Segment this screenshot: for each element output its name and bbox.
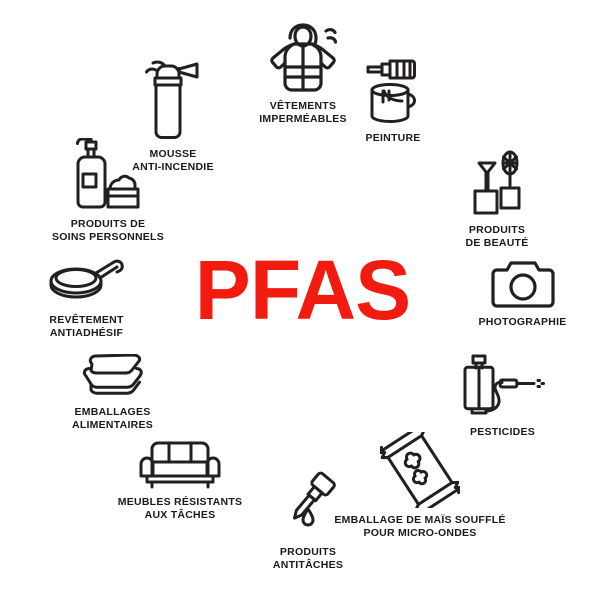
pump-bottle-jar-icon (70, 138, 146, 212)
camera-icon (490, 260, 556, 310)
popcorn-bag-icon (380, 432, 460, 508)
item-photography: PHOTOGRAPHIE (450, 260, 595, 329)
item-label: PESTICIDES (470, 426, 535, 438)
hooded-jacket-icon (266, 22, 340, 94)
item-paint: PEINTURE (333, 58, 453, 145)
item-label: PEINTURE (365, 132, 421, 144)
center-title: PFAS (194, 243, 411, 337)
sofa-icon (138, 440, 222, 490)
item-microwave-popcorn: EMBALLAGE DE MAÏS SOUFFLÉ POUR MICRO-OND… (325, 432, 515, 541)
item-label: VÊTEMENTS IMPERMÉABLES (259, 100, 347, 126)
fire-extinguisher-icon (143, 56, 203, 142)
food-containers-icon (78, 354, 148, 400)
sprayer-tank-icon (460, 352, 546, 420)
item-label: MOUSSE ANTI-INCENDIE (132, 148, 214, 174)
item-beauty-products: PRODUITS DE BEAUTÉ (437, 150, 557, 251)
item-label: MEUBLES RÉSISTANTS AUX TÂCHES (117, 496, 243, 522)
paint-can-brush-icon (364, 58, 422, 126)
item-label: PHOTOGRAPHIE (478, 316, 567, 328)
item-label: PRODUITS ANTITÂCHES (272, 546, 344, 572)
item-firefighting-foam: MOUSSE ANTI-INCENDIE (108, 56, 238, 175)
frying-pan-icon (48, 256, 126, 308)
item-label: EMBALLAGE DE MAÏS SOUFFLÉ POUR MICRO-OND… (334, 514, 506, 540)
item-label: PRODUITS DE BEAUTÉ (465, 224, 529, 250)
item-label: EMBALLAGES ALIMENTAIRES (72, 406, 153, 432)
item-stain-resistant-furniture: MEUBLES RÉSISTANTS AUX TÂCHES (100, 440, 260, 523)
item-pesticides: PESTICIDES (440, 352, 565, 439)
item-stain-repellents: PRODUITS ANTITÂCHES (249, 468, 367, 573)
item-food-packaging: EMBALLAGES ALIMENTAIRES (40, 354, 185, 433)
lipstick-mascara-icon (469, 150, 525, 218)
item-personal-care: PRODUITS DE SOINS PERSONNELS (28, 138, 188, 245)
item-waterproof-clothing: VÊTEMENTS IMPERMÉABLES (243, 22, 363, 127)
item-label: PRODUITS DE SOINS PERSONNELS (52, 218, 164, 244)
dropper-pipette-icon (278, 468, 338, 540)
item-label: REVÊTEMENT ANTIADHÉSIF (49, 314, 124, 340)
item-nonstick-coating: REVÊTEMENT ANTIADHÉSIF (14, 256, 159, 341)
